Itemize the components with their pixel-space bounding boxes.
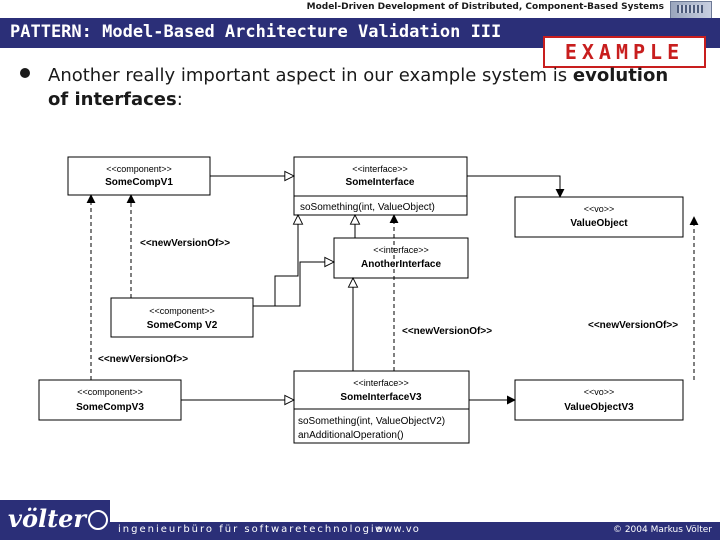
valueobject-name: ValueObject bbox=[570, 218, 628, 229]
realization-v2-interface bbox=[253, 215, 298, 307]
realization-v2-another bbox=[253, 262, 334, 307]
example-stamp: EXAMPLE bbox=[543, 36, 706, 68]
label-newversion-1: <<newVersionOf>> bbox=[140, 238, 230, 249]
box-someinterfacev3: <<interface>> SomeInterfaceV3 soSomethin… bbox=[293, 370, 470, 444]
someinterface-name: SomeInterface bbox=[346, 177, 415, 188]
somecompv3-name: SomeCompV3 bbox=[76, 402, 144, 413]
box-someinterface: <<interface>> SomeInterface soSomething(… bbox=[293, 156, 468, 216]
box-somecompv2: <<component>> SomeComp V2 bbox=[110, 297, 254, 338]
box-somecompv1: <<component>> SomeCompV1 bbox=[67, 156, 211, 196]
someinterfacev3-op-2: anAdditionalOperation() bbox=[298, 430, 404, 441]
someinterface-stereotype: <<interface>> bbox=[352, 164, 408, 174]
label-newversion-2: <<newVersionOf>> bbox=[98, 354, 188, 365]
somecompv2-stereotype: <<component>> bbox=[149, 306, 215, 316]
anotherinterface-stereotype: <<interface>> bbox=[373, 245, 429, 255]
bullet-text: Another really important aspect in our e… bbox=[48, 65, 568, 86]
somecompv1-name: SomeCompV1 bbox=[105, 177, 173, 188]
someinterfacev3-name: SomeInterfaceV3 bbox=[340, 392, 422, 403]
valueobject-stereotype: <<vo>> bbox=[584, 204, 615, 214]
footer-logo-text: völter bbox=[8, 504, 87, 533]
bullet-emphasis: evolution of interfaces bbox=[48, 65, 669, 110]
someinterfacev3-stereotype: <<interface>> bbox=[353, 378, 409, 388]
box-valueobject: <<vo>> ValueObject bbox=[514, 196, 684, 238]
footer-logo: völter bbox=[0, 500, 110, 540]
top-bar: Model-Driven Development of Distributed,… bbox=[0, 0, 720, 19]
label-newversion-4: <<newVersionOf>> bbox=[588, 320, 678, 331]
someinterface-op: soSomething(int, ValueObject) bbox=[300, 202, 435, 213]
slide-title: PATTERN: Model-Based Architecture Valida… bbox=[10, 22, 502, 42]
bullet-icon bbox=[20, 68, 30, 78]
footer-company: ingenieurbüro für softwaretechnologie bbox=[118, 524, 384, 535]
title-bar: PATTERN: Model-Based Architecture Valida… bbox=[0, 18, 720, 48]
somecompv1-stereotype: <<component>> bbox=[106, 164, 172, 174]
anotherinterface-name: AnotherInterface bbox=[361, 259, 441, 270]
valueobjectv3-name: ValueObjectV3 bbox=[564, 402, 634, 413]
footer-url: www.vo bbox=[375, 524, 420, 535]
footer-copyright: © 2004 Markus Völter bbox=[612, 525, 712, 535]
course-title: Model-Driven Development of Distributed,… bbox=[306, 2, 664, 12]
dependency-interface-vo bbox=[467, 175, 565, 198]
label-newversion-3: <<newVersionOf>> bbox=[402, 326, 492, 337]
someinterfacev3-op-1: soSomething(int, ValueObjectV2) bbox=[298, 416, 445, 427]
box-valueobjectv3: <<vo>> ValueObjectV3 bbox=[514, 379, 684, 421]
bullet-paragraph: Another really important aspect in our e… bbox=[48, 64, 688, 112]
box-somecompv3: <<component>> SomeCompV3 bbox=[38, 379, 182, 421]
bullet-suffix: : bbox=[176, 89, 183, 110]
somecompv3-stereotype: <<component>> bbox=[77, 387, 143, 397]
somecompv2-name: SomeComp V2 bbox=[147, 320, 218, 331]
box-anotherinterface: <<interface>> AnotherInterface bbox=[333, 237, 469, 279]
valueobjectv3-stereotype: <<vo>> bbox=[584, 387, 615, 397]
footer-bar: ingenieurbüro für softwaretechnologie ww… bbox=[110, 522, 720, 540]
